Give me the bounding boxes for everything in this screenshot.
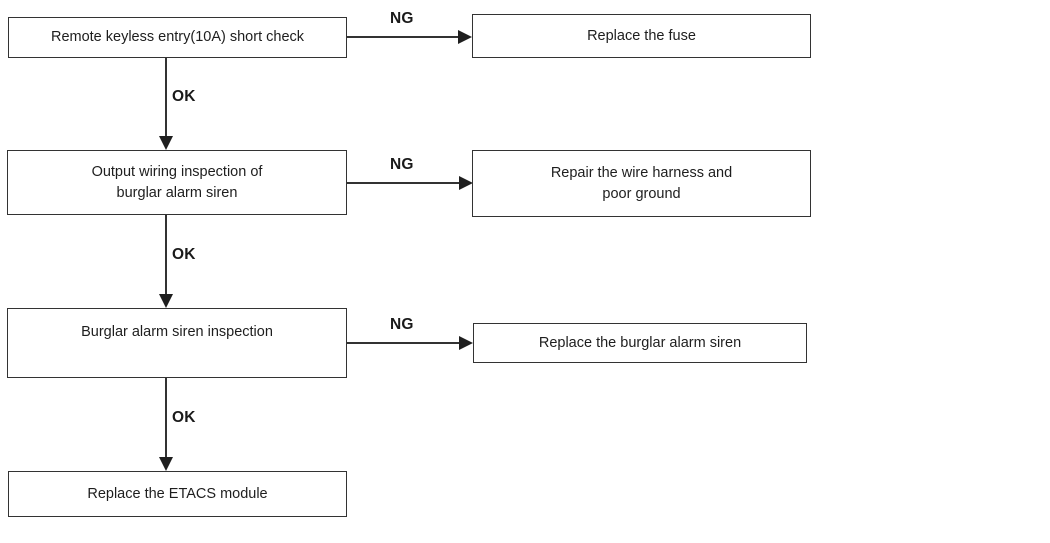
- connector-ok-2-line: [165, 215, 167, 295]
- edge-label-ng-3: NG: [390, 316, 414, 333]
- node-inspect-output-wiring: Output wiring inspection of burglar alar…: [7, 150, 347, 215]
- arrowhead-down-icon: [159, 457, 173, 471]
- connector-ng-harness-line: [347, 182, 460, 184]
- node-inspect-siren-label: Burglar alarm siren inspection: [81, 324, 273, 340]
- node-repair-harness: Repair the wire harness and poor ground: [472, 150, 811, 217]
- arrowhead-down-icon: [159, 294, 173, 308]
- node-replace-etacs-label: Replace the ETACS module: [87, 485, 268, 502]
- node-inspect-output-wiring-line1: Output wiring inspection of: [91, 164, 263, 180]
- connector-ok-3-line: [165, 378, 167, 458]
- arrowhead-right-icon: [458, 30, 472, 44]
- arrowhead-right-icon: [459, 336, 473, 350]
- edge-label-ok-2: OK: [172, 246, 196, 263]
- edge-label-ok-3: OK: [172, 409, 196, 426]
- node-replace-siren: Replace the burglar alarm siren: [473, 323, 807, 363]
- node-check-keyless-fuse-label: Remote keyless entry(10A) short check: [50, 29, 305, 46]
- node-replace-fuse-label: Replace the fuse: [587, 27, 696, 44]
- edge-label-ng-2: NG: [390, 156, 414, 173]
- node-inspect-output-wiring-line2: burglar alarm siren: [116, 184, 238, 201]
- node-check-keyless-fuse: Remote keyless entry(10A) short check: [8, 17, 347, 58]
- node-repair-harness-line2: poor ground: [602, 185, 681, 202]
- edge-label-ng-1: NG: [390, 10, 414, 27]
- arrowhead-right-icon: [459, 176, 473, 190]
- edge-label-ok-1: OK: [172, 88, 196, 105]
- node-replace-siren-label: Replace the burglar alarm siren: [538, 334, 742, 351]
- arrowhead-down-icon: [159, 136, 173, 150]
- node-replace-fuse: Replace the fuse: [472, 14, 811, 58]
- node-inspect-siren: Burglar alarm siren inspection: [7, 308, 347, 378]
- connector-ng-fuse-line: [347, 36, 459, 38]
- connector-ng-siren-line: [347, 342, 460, 344]
- node-repair-harness-line1: Repair the wire harness and: [550, 165, 733, 181]
- node-replace-etacs: Replace the ETACS module: [8, 471, 347, 517]
- connector-ok-1-line: [165, 58, 167, 137]
